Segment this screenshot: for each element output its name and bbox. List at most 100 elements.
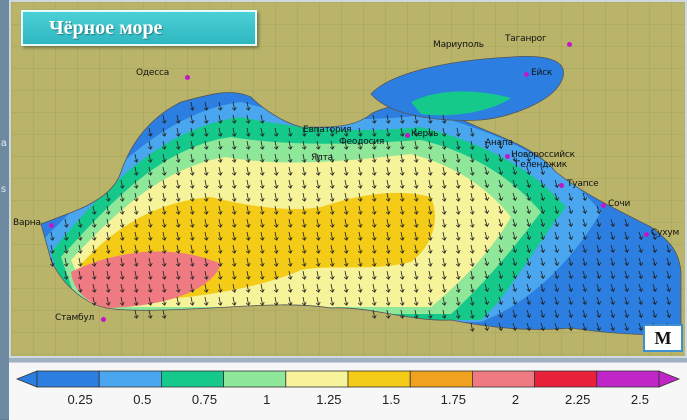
wind-arrow	[274, 179, 278, 189]
wind-arrow	[484, 205, 488, 214]
wind-arrow-head	[512, 327, 518, 331]
wind-arrow	[274, 166, 278, 176]
wind-arrow-head	[371, 210, 377, 215]
wind-arrow-head	[652, 236, 658, 240]
city-marker	[185, 75, 190, 80]
wind-arrow	[414, 205, 418, 215]
wind-arrow	[540, 283, 544, 292]
wind-arrow-head	[469, 171, 475, 176]
wind-arrow	[484, 153, 488, 162]
wind-arrow	[568, 231, 572, 240]
wind-arrow	[428, 309, 432, 319]
wind-arrow-head	[399, 184, 405, 189]
wind-arrow	[218, 179, 222, 189]
wind-arrow	[470, 244, 474, 254]
wind-arrow-head	[624, 301, 630, 305]
wind-arrow	[470, 283, 474, 293]
wind-arrow	[442, 296, 446, 306]
wind-arrow-head	[512, 275, 518, 279]
wind-arrow-head	[301, 249, 307, 254]
wind-arrow-head	[245, 132, 251, 137]
wind-arrow	[512, 309, 516, 318]
wind-arrow-head	[189, 236, 195, 241]
wind-arrow-head	[371, 145, 377, 150]
wind-arrow	[330, 192, 334, 202]
wind-arrow-head	[427, 197, 433, 202]
wind-arrow	[274, 140, 278, 150]
city-label-tuapse: Туапсе	[567, 179, 599, 189]
wind-arrow	[624, 309, 628, 318]
wind-arrow-head	[245, 262, 251, 267]
wind-arrow-head	[273, 132, 279, 137]
legend-swatch	[36, 370, 100, 388]
wind-arrow	[274, 205, 278, 215]
wind-arrow-head	[91, 223, 97, 228]
wind-arrow	[176, 218, 180, 228]
wind-arrow	[120, 179, 124, 189]
wind-arrow-head	[217, 249, 223, 254]
wind-arrow	[288, 244, 292, 254]
wind-arrow-head	[652, 275, 658, 279]
wind-arrow	[162, 153, 166, 163]
wind-arrow	[400, 244, 404, 254]
wind-arrow	[162, 231, 166, 241]
wind-arrow	[260, 231, 264, 241]
wind-arrow-head	[343, 171, 349, 176]
legend-tick-label: 0.5	[133, 392, 152, 407]
wind-arrow-head	[498, 262, 504, 266]
wind-arrow	[526, 283, 530, 292]
wind-arrow-head	[484, 171, 490, 175]
wind-arrow	[246, 166, 250, 176]
wind-arrow-head	[175, 288, 181, 293]
wind-arrow-head	[610, 314, 616, 318]
wind-arrow-head	[273, 223, 279, 228]
wind-arrow	[666, 283, 670, 292]
color-scale-bar	[15, 370, 681, 388]
wind-arrow-head	[427, 145, 433, 150]
wind-arrow	[274, 283, 278, 293]
wind-arrow-head	[287, 171, 293, 176]
wind-arrow-head	[245, 184, 251, 189]
wind-arrow-head	[301, 171, 307, 176]
wind-arrow	[148, 296, 152, 306]
legend-low-arrow	[15, 370, 38, 388]
wind-arrow-head	[273, 275, 279, 280]
wind-arrow-head	[203, 249, 209, 254]
wind-arrow	[470, 140, 474, 150]
wind-arrow-head	[119, 236, 125, 241]
wind-arrow-head	[512, 197, 518, 201]
wind-arrow-head	[301, 145, 307, 150]
wind-arrow-head	[596, 314, 602, 318]
wind-arrow	[106, 218, 110, 228]
wind-arrow-head	[259, 171, 265, 176]
wind-arrow-head	[245, 223, 251, 228]
wind-arrow	[260, 283, 264, 293]
wind-arrow-head	[469, 223, 475, 228]
wind-arrow-head	[189, 301, 195, 306]
wind-arrow-head	[498, 210, 504, 214]
wind-arrow	[456, 140, 460, 150]
wind-arrow	[526, 205, 530, 214]
city-label-sochi: Сочи	[608, 199, 631, 209]
wind-arrow	[302, 205, 306, 215]
wind-arrow-head	[512, 171, 518, 175]
wind-arrow	[442, 205, 446, 215]
wind-arrow	[148, 218, 152, 228]
wind-arrow	[190, 179, 194, 189]
wind-arrow	[554, 231, 558, 240]
wind-arrow-head	[427, 236, 433, 241]
wind-arrow-head	[666, 314, 672, 318]
wind-arrow-head	[161, 275, 167, 280]
wind-arrow	[568, 309, 572, 318]
wind-arrow-head	[526, 210, 532, 214]
wind-arrow-head	[469, 197, 475, 202]
wind-arrow-head	[441, 249, 447, 254]
wind-arrow	[176, 140, 180, 150]
wind-arrow	[456, 257, 460, 267]
wind-arrow	[50, 257, 54, 267]
wind-arrow-head	[666, 288, 672, 292]
wind-arrow	[120, 296, 124, 306]
wind-arrow-head	[652, 314, 658, 318]
wind-arrow-head	[512, 262, 518, 266]
